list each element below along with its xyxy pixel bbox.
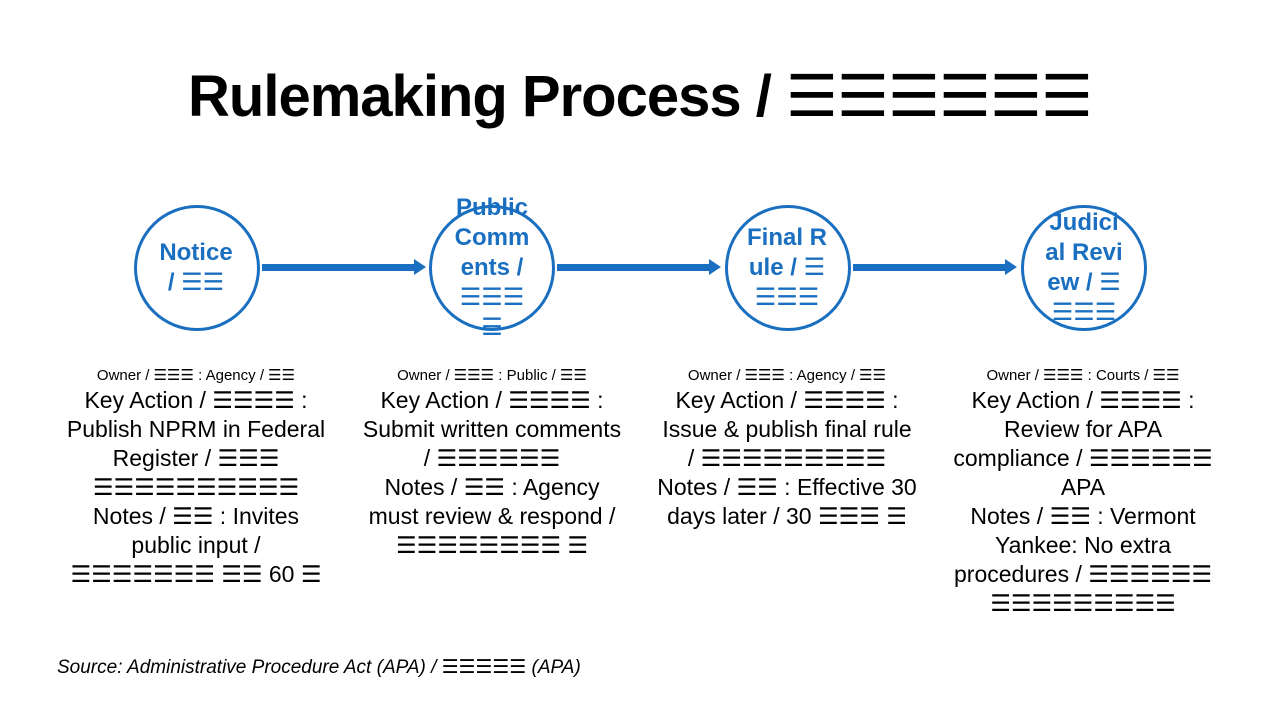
step-label-public-comments: Public Comments / ☰☰☰☰ [454,194,530,341]
step-label-judicial-review: Judicial Review / ☰☰☰☰ [1045,209,1123,326]
connector-2-3 [557,264,710,271]
connector-3-4 [853,264,1006,271]
step-key-action: Key Action / ☰☰☰☰ : Submit written comme… [362,387,622,471]
step-circle-public-comments [429,205,555,331]
connector-1-2 [262,264,415,271]
step-details-public-comments: Owner / ☰☰☰ : Public / ☰☰ Key Action / ☰… [362,366,622,560]
step-notes: Notes / ☰☰ : Agency must review & respon… [368,474,616,558]
step-details-notice: Owner / ☰☰☰ : Agency / ☰☰ Key Action / ☰… [66,366,326,589]
step-label-final-rule: Final Rule / ☰☰☰☰ [746,224,827,311]
step-key-action: Key Action / ☰☰☰☰ : Publish NPRM in Fede… [66,387,326,500]
step-circle-final-rule [725,205,851,331]
step-owner: Owner / ☰☰☰ : Courts / ☰☰ [986,367,1180,384]
arrowhead-1-2 [414,259,426,275]
step-label-notice: Notice / ☰☰ [159,239,233,296]
step-owner: Owner / ☰☰☰ : Agency / ☰☰ [96,367,296,384]
step-notes: Notes / ☰☰ : Effective 30 days later / 3… [657,474,917,529]
step-circle-judicial-review [1021,205,1147,331]
arrowhead-2-3 [709,259,721,275]
step-owner: Owner / ☰☰☰ : Public / ☰☰ [397,367,587,384]
step-notes: Notes / ☰☰ : Invites public input / ☰☰☰☰… [70,503,322,587]
step-key-action: Key Action / ☰☰☰☰ : Issue & publish fina… [662,387,912,471]
arrowhead-3-4 [1005,259,1017,275]
step-notes: Notes / ☰☰ : Vermont Yankee: No extra pr… [954,503,1212,616]
step-owner: Owner / ☰☰☰ : Agency / ☰☰ [687,367,887,384]
source-citation: Source: Administrative Procedure Act (AP… [57,657,581,678]
step-details-final-rule: Owner / ☰☰☰ : Agency / ☰☰ Key Action / ☰… [657,366,917,531]
step-key-action: Key Action / ☰☰☰☰ : Review for APA compl… [953,387,1213,500]
slide-title: Rulemaking Process / ☰☰☰☰☰☰ [188,64,1093,129]
step-circle-notice [134,205,260,331]
step-details-judicial-review: Owner / ☰☰☰ : Courts / ☰☰ Key Action / ☰… [953,366,1213,618]
